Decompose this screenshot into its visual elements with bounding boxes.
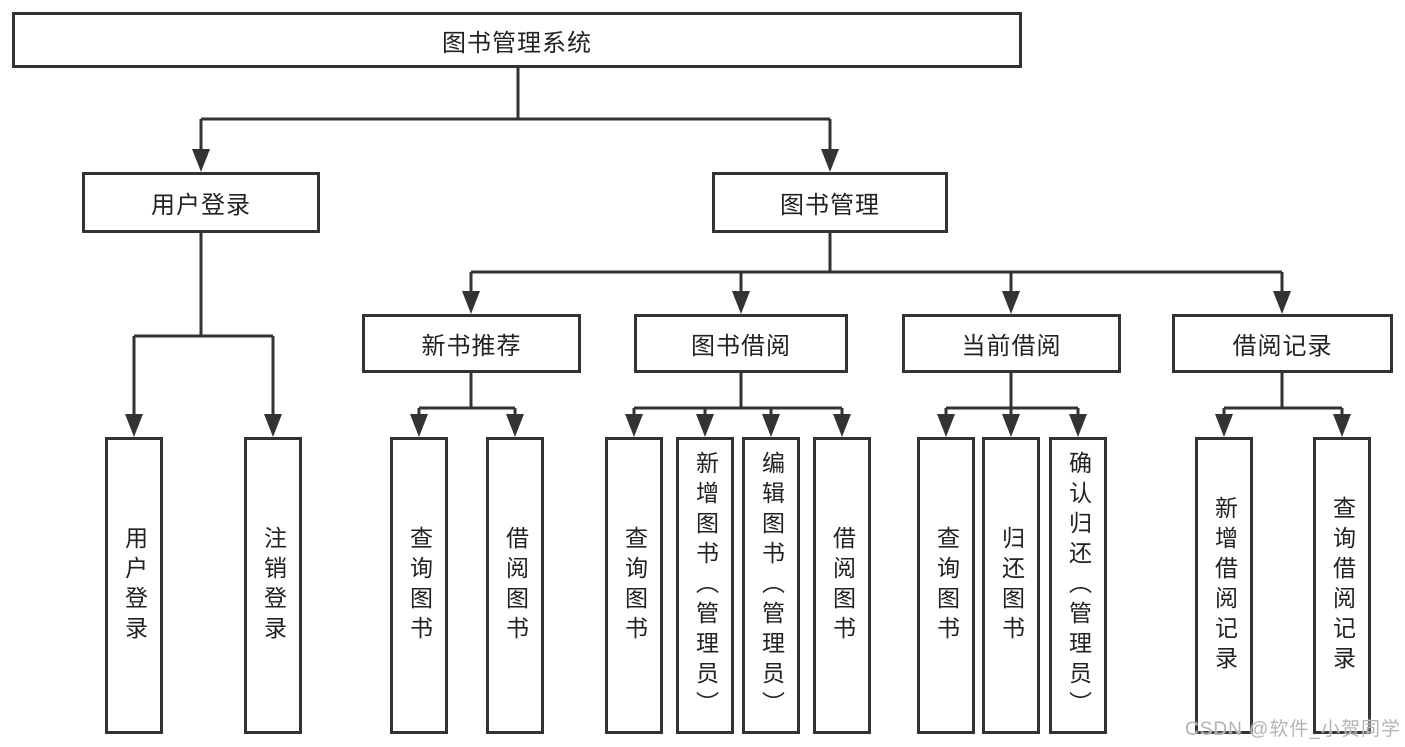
leaf-logout: 注销登录 xyxy=(244,437,302,734)
leaf-user-login-label: 用户登录 xyxy=(121,525,148,646)
arrow-to-leaf-bb-borrow-books xyxy=(833,414,851,437)
leaf-nbr-query-books: 查询图书 xyxy=(390,437,448,734)
leaf-bb-borrow-books: 借阅图书 xyxy=(813,437,871,734)
leaf-nbr-query-books-label: 查询图书 xyxy=(406,525,433,646)
leaf-cb-query-books: 查询图书 xyxy=(917,437,975,734)
leaf-br-add-borrow-record: 新增借阅记录 xyxy=(1195,437,1253,734)
leaf-bb-edit-books-admin: 编辑图书（管理员） xyxy=(742,437,800,734)
connector-root-to-level2 xyxy=(199,68,832,151)
connector-new-book-recommend-to-leaves xyxy=(417,373,517,416)
node-book-borrowing: 图书借阅 xyxy=(634,314,848,373)
node-current-borrowing-label: 当前借阅 xyxy=(961,333,1062,360)
connector-user-login-to-leaves xyxy=(132,233,275,416)
leaf-bb-query-books-label: 查询图书 xyxy=(621,525,648,646)
arrow-to-leaf-cb-return-books xyxy=(1002,414,1020,437)
node-book-management: 图书管理 xyxy=(712,172,948,233)
connector-current-borrowing-to-leaves xyxy=(944,373,1080,416)
connector-book-mgmt-to-level3 xyxy=(469,233,1284,293)
leaf-cb-query-books-label: 查询图书 xyxy=(933,525,960,646)
arrow-to-leaf-br-query-record xyxy=(1333,414,1351,437)
arrow-to-user-login-branch xyxy=(192,149,210,172)
arrow-to-leaf-bb-add-books xyxy=(696,414,714,437)
leaf-bb-add-books-admin-label: 新增图书（管理员） xyxy=(692,450,719,721)
arrow-to-leaf-nbr-query-books xyxy=(410,414,428,437)
leaf-cb-confirm-return-admin: 确认归还（管理员） xyxy=(1049,437,1107,734)
arrow-to-leaf-user-login xyxy=(125,414,143,437)
leaf-bb-edit-books-admin-label: 编辑图书（管理员） xyxy=(758,450,785,721)
arrow-to-leaf-bb-query-books xyxy=(625,414,643,437)
node-user-login-branch-label: 用户登录 xyxy=(151,192,251,219)
connector-book-borrowing-to-leaves xyxy=(632,373,844,416)
leaf-nbr-borrow-books: 借阅图书 xyxy=(486,437,544,734)
leaf-br-add-borrow-record-label: 新增借阅记录 xyxy=(1211,495,1238,676)
node-current-borrowing: 当前借阅 xyxy=(902,314,1121,373)
node-borrowing-records: 借阅记录 xyxy=(1172,314,1393,373)
leaf-br-query-borrow-record-label: 查询借阅记录 xyxy=(1329,495,1356,676)
leaf-cb-confirm-return-admin-label: 确认归还（管理员） xyxy=(1065,450,1092,721)
leaf-bb-borrow-books-label: 借阅图书 xyxy=(829,525,856,646)
arrow-to-book-borrowing xyxy=(732,291,750,314)
arrow-to-leaf-br-add-record xyxy=(1215,414,1233,437)
leaf-bb-add-books-admin: 新增图书（管理员） xyxy=(676,437,734,734)
leaf-logout-label: 注销登录 xyxy=(260,525,287,646)
arrow-to-leaf-cb-confirm-return xyxy=(1069,414,1087,437)
arrow-to-leaf-nbr-borrow-books xyxy=(506,414,524,437)
leaf-cb-return-books-label: 归还图书 xyxy=(998,525,1025,646)
connector-borrowing-records-to-leaves xyxy=(1222,373,1344,416)
watermark: CSDN @软件_小贺同学 xyxy=(1185,719,1401,740)
leaf-user-login: 用户登录 xyxy=(105,437,163,734)
leaf-nbr-borrow-books-label: 借阅图书 xyxy=(502,525,529,646)
arrow-to-book-management xyxy=(821,149,839,172)
arrow-to-new-book-recommend xyxy=(462,291,480,314)
arrow-to-leaf-cb-query-books xyxy=(937,414,955,437)
node-borrowing-records-label: 借阅记录 xyxy=(1232,333,1333,360)
node-book-management-label: 图书管理 xyxy=(780,192,880,219)
leaf-cb-return-books: 归还图书 xyxy=(982,437,1040,734)
arrow-to-leaf-logout xyxy=(264,414,282,437)
leaf-bb-query-books: 查询图书 xyxy=(605,437,663,734)
node-new-book-recommend-label: 新书推荐 xyxy=(421,333,522,360)
node-root: 图书管理系统 xyxy=(12,12,1022,68)
node-new-book-recommend: 新书推荐 xyxy=(362,314,581,373)
arrow-to-borrowing-records xyxy=(1273,291,1291,314)
leaf-br-query-borrow-record: 查询借阅记录 xyxy=(1313,437,1371,734)
node-user-login-branch: 用户登录 xyxy=(82,172,320,233)
node-root-label: 图书管理系统 xyxy=(442,29,592,57)
arrow-to-current-borrowing xyxy=(1002,291,1020,314)
arrow-to-leaf-bb-edit-books xyxy=(762,414,780,437)
node-book-borrowing-label: 图书借阅 xyxy=(691,333,791,360)
